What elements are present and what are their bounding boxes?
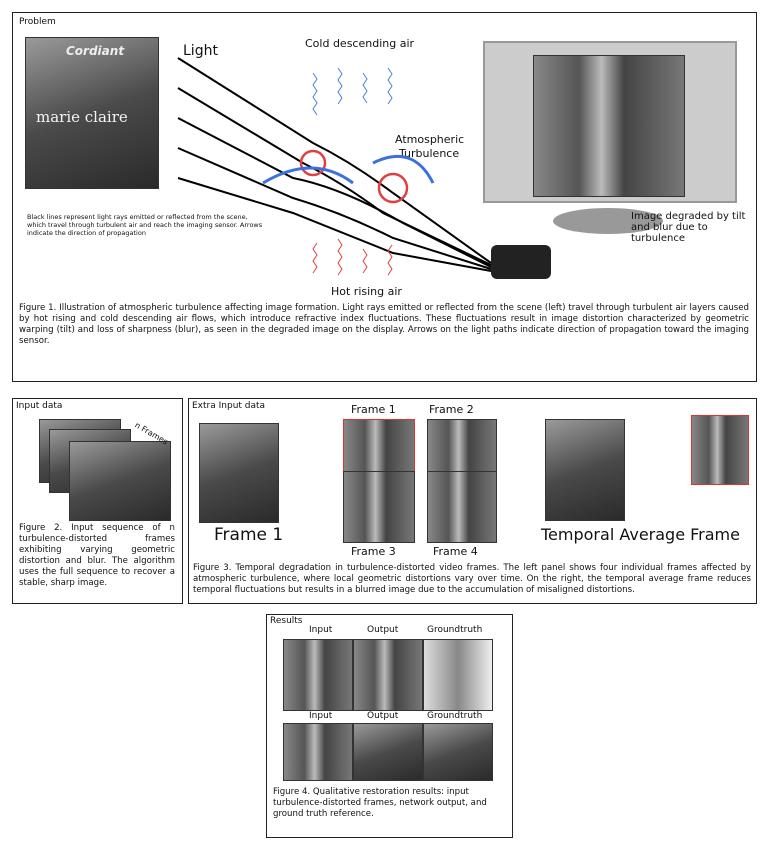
problem-panel: Problem Cordiant marie claire Light Cold… [12, 12, 757, 382]
rays-note: Black lines represent light rays emitted… [27, 213, 263, 237]
col-groundtruth: Groundtruth [427, 711, 483, 721]
scene-image: Cordiant marie claire [25, 37, 159, 189]
figure-1-caption: Figure 1. Illustration of atmospheric tu… [19, 303, 749, 346]
results-panel: Results Input Output Groundtruth Input O… [266, 614, 513, 838]
video-camera [491, 245, 551, 279]
temporal-average-label: Temporal Average Frame [541, 525, 740, 544]
sign-marie-claire: marie claire [36, 108, 128, 126]
figure-4-caption: Figure 4. Qualitative restoration result… [273, 787, 487, 819]
frame-3-label: Frame 3 [351, 545, 396, 558]
temporal-average-image [545, 419, 625, 521]
light-label: Light [183, 43, 218, 59]
col-output: Output [367, 625, 399, 635]
result-2-groundtruth [423, 723, 493, 781]
degraded-image [533, 55, 685, 197]
hot-air-label: Hot rising air [331, 285, 402, 298]
col-input: Input [309, 625, 333, 635]
sign-cordiant: Cordiant [66, 44, 125, 58]
result-2-input [283, 723, 353, 781]
panel-title: Results [270, 616, 303, 626]
col-output: Output [367, 711, 399, 721]
result-1-input [283, 639, 353, 711]
panel-title: Extra Input data [192, 401, 266, 411]
panel-title: Problem [19, 17, 56, 27]
col-input: Input [309, 711, 333, 721]
col-groundtruth: Groundtruth [427, 625, 483, 635]
monitor-stand [553, 208, 663, 234]
result-1-output [353, 639, 423, 711]
input-data-panel: Input data n Frames Figure 2. Input sequ… [12, 398, 183, 604]
result-2-output [353, 723, 423, 781]
result-1-groundtruth [423, 639, 493, 711]
frame-4-label: Frame 4 [433, 545, 478, 558]
frame-2-label: Frame 2 [429, 403, 474, 416]
turbulence-label: Turbulence [399, 147, 460, 160]
frame-stack-front [69, 441, 171, 521]
light-rays-diagram [177, 57, 492, 276]
frame-1-big-label: Frame 1 [214, 525, 284, 545]
extra-input-panel: Extra Input data Frame 1 Frame 1 Frame 2… [188, 398, 757, 604]
frame-4-crop [427, 471, 497, 543]
panel-title: Input data [16, 401, 63, 411]
cold-air-label: Cold descending air [305, 37, 415, 50]
figure-2-caption: Figure 2. Input sequence of n turbulence… [19, 523, 175, 588]
frame-1-label: Frame 1 [351, 403, 396, 416]
figure-3-caption: Figure 3. Temporal degradation in turbul… [193, 563, 751, 595]
monitor [483, 41, 737, 203]
temporal-average-crop [691, 415, 749, 485]
frame-1-image [199, 423, 279, 523]
atmospheric-label: Atmospheric [395, 133, 465, 146]
frame-3-crop [343, 471, 415, 543]
degraded-label: Image degraded by tilt and blur due to t… [631, 211, 746, 244]
